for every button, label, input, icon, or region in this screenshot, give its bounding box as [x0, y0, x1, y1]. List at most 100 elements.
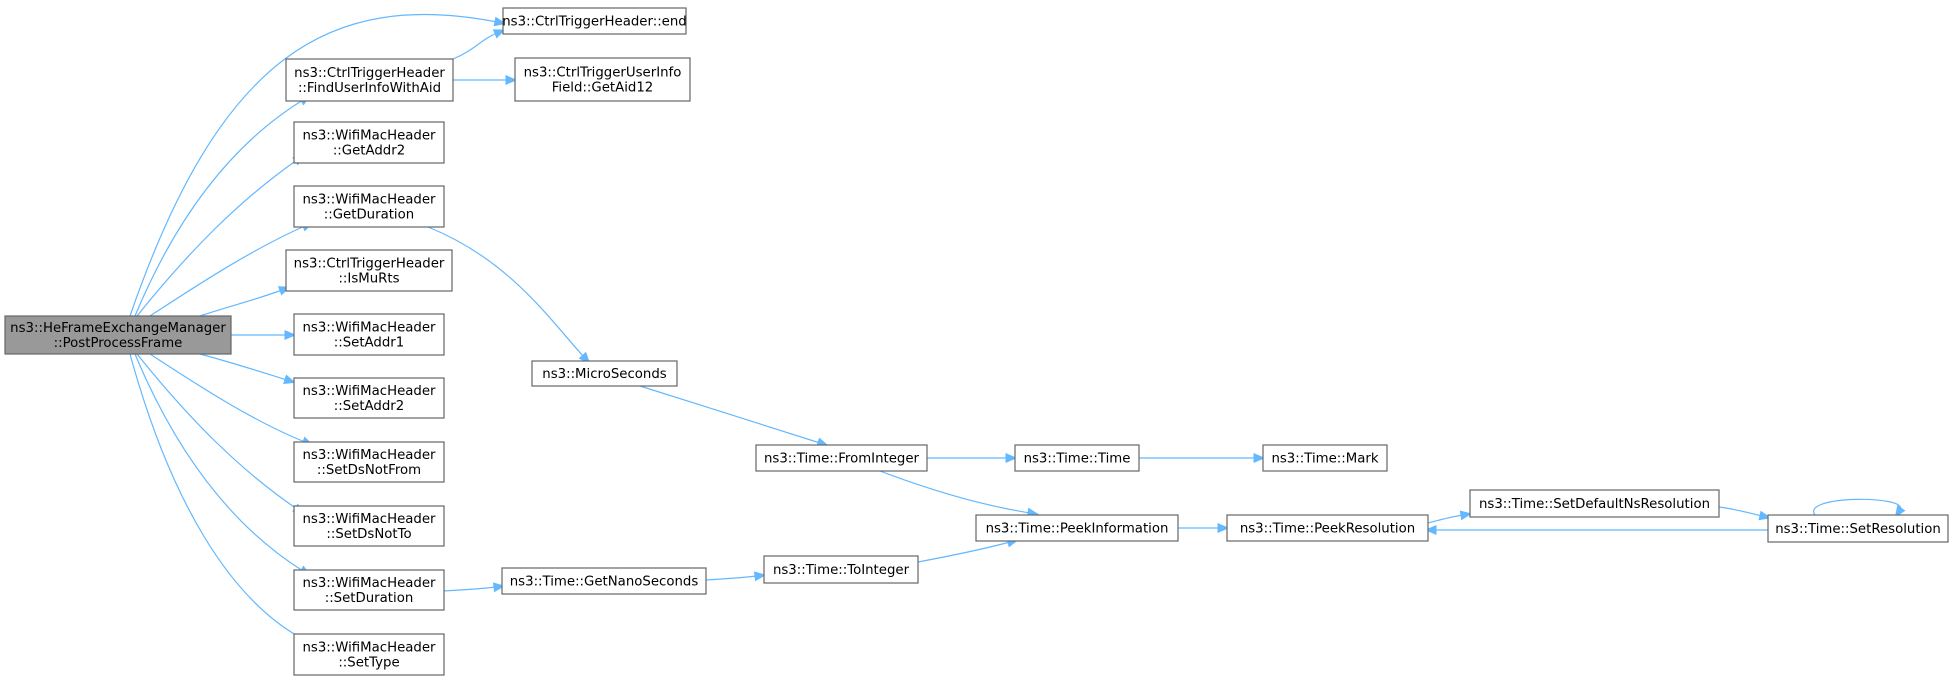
node-label-line: ::SetDsNotFrom [317, 463, 421, 478]
call-graph-nodes: ns3::HeFrameExchangeManager::PostProcess… [4, 7, 1949, 676]
edge-setdur-to-getnano [443, 582, 506, 593]
node-box [293, 377, 445, 419]
edge-getnano-to-toint [705, 571, 767, 582]
node-box [1014, 444, 1140, 472]
node-setaddr2[interactable]: ns3::WifiMacHeader::SetAddr2 [293, 377, 445, 419]
node-box [975, 514, 1179, 542]
edge-line [136, 159, 298, 317]
node-box [285, 58, 454, 102]
node-root[interactable]: ns3::HeFrameExchangeManager::PostProcess… [4, 315, 232, 355]
node-finduser[interactable]: ns3::CtrlTriggerHeader::FindUserInfoWith… [285, 58, 454, 102]
node-setdsto[interactable]: ns3::WifiMacHeader::SetDsNotTo [293, 505, 445, 547]
node-label-line: ::FindUserInfoWithAid [298, 81, 441, 96]
edge-line [1813, 498, 1901, 516]
node-label-line: ns3::MicroSeconds [542, 367, 666, 382]
node-label-line: ns3::CtrlTriggerHeader [294, 257, 445, 272]
edge-arrowhead [1424, 525, 1437, 535]
edge-line [1718, 506, 1763, 517]
node-label-line: ns3::CtrlTriggerHeader::end [502, 15, 686, 30]
edge-line [149, 353, 306, 443]
edge-arrowhead [1459, 510, 1473, 521]
node-box [763, 555, 919, 584]
edge-arrowhead [505, 75, 518, 85]
node-setdsfrom[interactable]: ns3::WifiMacHeader::SetDsNotFrom [293, 441, 445, 483]
edge-arrowhead [1217, 523, 1230, 533]
node-label-line: ::SetDsNotTo [326, 527, 411, 542]
edge-line [917, 541, 1011, 563]
node-setdur[interactable]: ns3::WifiMacHeader::SetDuration [293, 569, 445, 611]
node-box [502, 7, 687, 35]
edge-arrowhead [493, 16, 507, 27]
node-box [293, 185, 445, 228]
edge-line [705, 575, 758, 581]
node-box [293, 121, 445, 164]
node-label-line: ns3::WifiMacHeader [302, 512, 436, 527]
node-label-line: ::GetDuration [324, 208, 414, 223]
node-settype[interactable]: ns3::WifiMacHeader::SetType [293, 633, 445, 676]
edge-root-to-end [129, 13, 507, 317]
node-setaddr1[interactable]: ns3::WifiMacHeader::SetAddr1 [293, 313, 445, 356]
node-ismurts[interactable]: ns3::CtrlTriggerHeader::IsMuRts [285, 249, 453, 292]
edge-time-to-mark [1139, 453, 1266, 463]
node-mark[interactable]: ns3::Time::Mark [1262, 444, 1388, 472]
edge-arrowhead [1758, 510, 1772, 521]
node-toint[interactable]: ns3::Time::ToInteger [763, 555, 919, 584]
node-box [1226, 514, 1429, 542]
edge-line [129, 13, 498, 317]
edge-arrowhead [492, 29, 506, 39]
node-box [501, 567, 707, 595]
node-setres[interactable]: ns3::Time::SetResolution [1767, 514, 1949, 543]
edge-arrowhead [1894, 505, 1906, 518]
node-getnano[interactable]: ns3::Time::GetNanoSeconds [501, 567, 707, 595]
node-getaddr2[interactable]: ns3::WifiMacHeader::GetAddr2 [293, 121, 445, 164]
node-box [4, 315, 232, 355]
edge-root-to-setaddr1 [231, 330, 297, 340]
node-box [1767, 514, 1949, 543]
node-setdefns[interactable]: ns3::Time::SetDefaultNsResolution [1469, 489, 1720, 518]
edge-setres-to-setres [1813, 498, 1906, 518]
node-fromint[interactable]: ns3::Time::FromInteger [755, 444, 928, 472]
edge-setres-to-peekres [1424, 525, 1768, 535]
node-label-line: ns3::Time::Mark [1271, 452, 1378, 467]
edge-root-to-getaddr2 [136, 154, 305, 317]
node-label-line: ::IsMuRts [338, 272, 399, 287]
node-label-line: ns3::WifiMacHeader [302, 448, 436, 463]
edge-arrowhead [1253, 453, 1266, 463]
node-label-line: ns3::Time::PeekInformation [986, 522, 1169, 537]
node-label-line: ns3::CtrlTriggerHeader [294, 66, 445, 81]
node-label-line: ::PostProcessFrame [54, 336, 183, 351]
edge-toint-to-peekinfo [917, 537, 1019, 563]
node-label-line: ns3::Time::Time [1024, 452, 1131, 467]
node-label-line: ::GetAddr2 [333, 144, 405, 159]
node-box [1262, 444, 1388, 472]
edge-line [134, 353, 304, 572]
node-peekinfo[interactable]: ns3::Time::PeekInformation [975, 514, 1179, 542]
edge-finduser-to-getaid12 [453, 75, 518, 85]
edge-arrowhead [753, 571, 767, 582]
node-label-line: ns3::Time::GetNanoSeconds [510, 575, 699, 590]
node-label-line: ns3::Time::FromInteger [764, 452, 920, 467]
node-label-line: ::SetDuration [325, 591, 414, 606]
node-label-line: ::SetType [338, 656, 399, 671]
node-time[interactable]: ns3::Time::Time [1014, 444, 1140, 472]
edge-line [149, 225, 306, 317]
node-label-line: ns3::WifiMacHeader [302, 384, 436, 399]
node-micro[interactable]: ns3::MicroSeconds [531, 360, 678, 387]
node-label-line: ns3::Time::ToInteger [773, 563, 910, 578]
node-box [514, 57, 691, 102]
node-peekres[interactable]: ns3::Time::PeekResolution [1226, 514, 1429, 542]
edge-peekinfo-to-peekres [1178, 523, 1230, 533]
node-getdur[interactable]: ns3::WifiMacHeader::GetDuration [293, 185, 445, 228]
node-end[interactable]: ns3::CtrlTriggerHeader::end [502, 7, 687, 35]
edge-line [443, 586, 497, 592]
node-label-line: ns3::HeFrameExchangeManager [10, 321, 226, 336]
edge-arrowhead [492, 582, 506, 593]
edge-arrowhead [283, 374, 296, 384]
node-label-line: ::SetAddr2 [334, 399, 404, 414]
call-graph-edges [129, 13, 1906, 644]
node-label-line: ns3::WifiMacHeader [302, 321, 436, 336]
edge-line [452, 32, 498, 60]
node-label-line: ns3::Time::SetDefaultNsResolution [1479, 497, 1710, 512]
